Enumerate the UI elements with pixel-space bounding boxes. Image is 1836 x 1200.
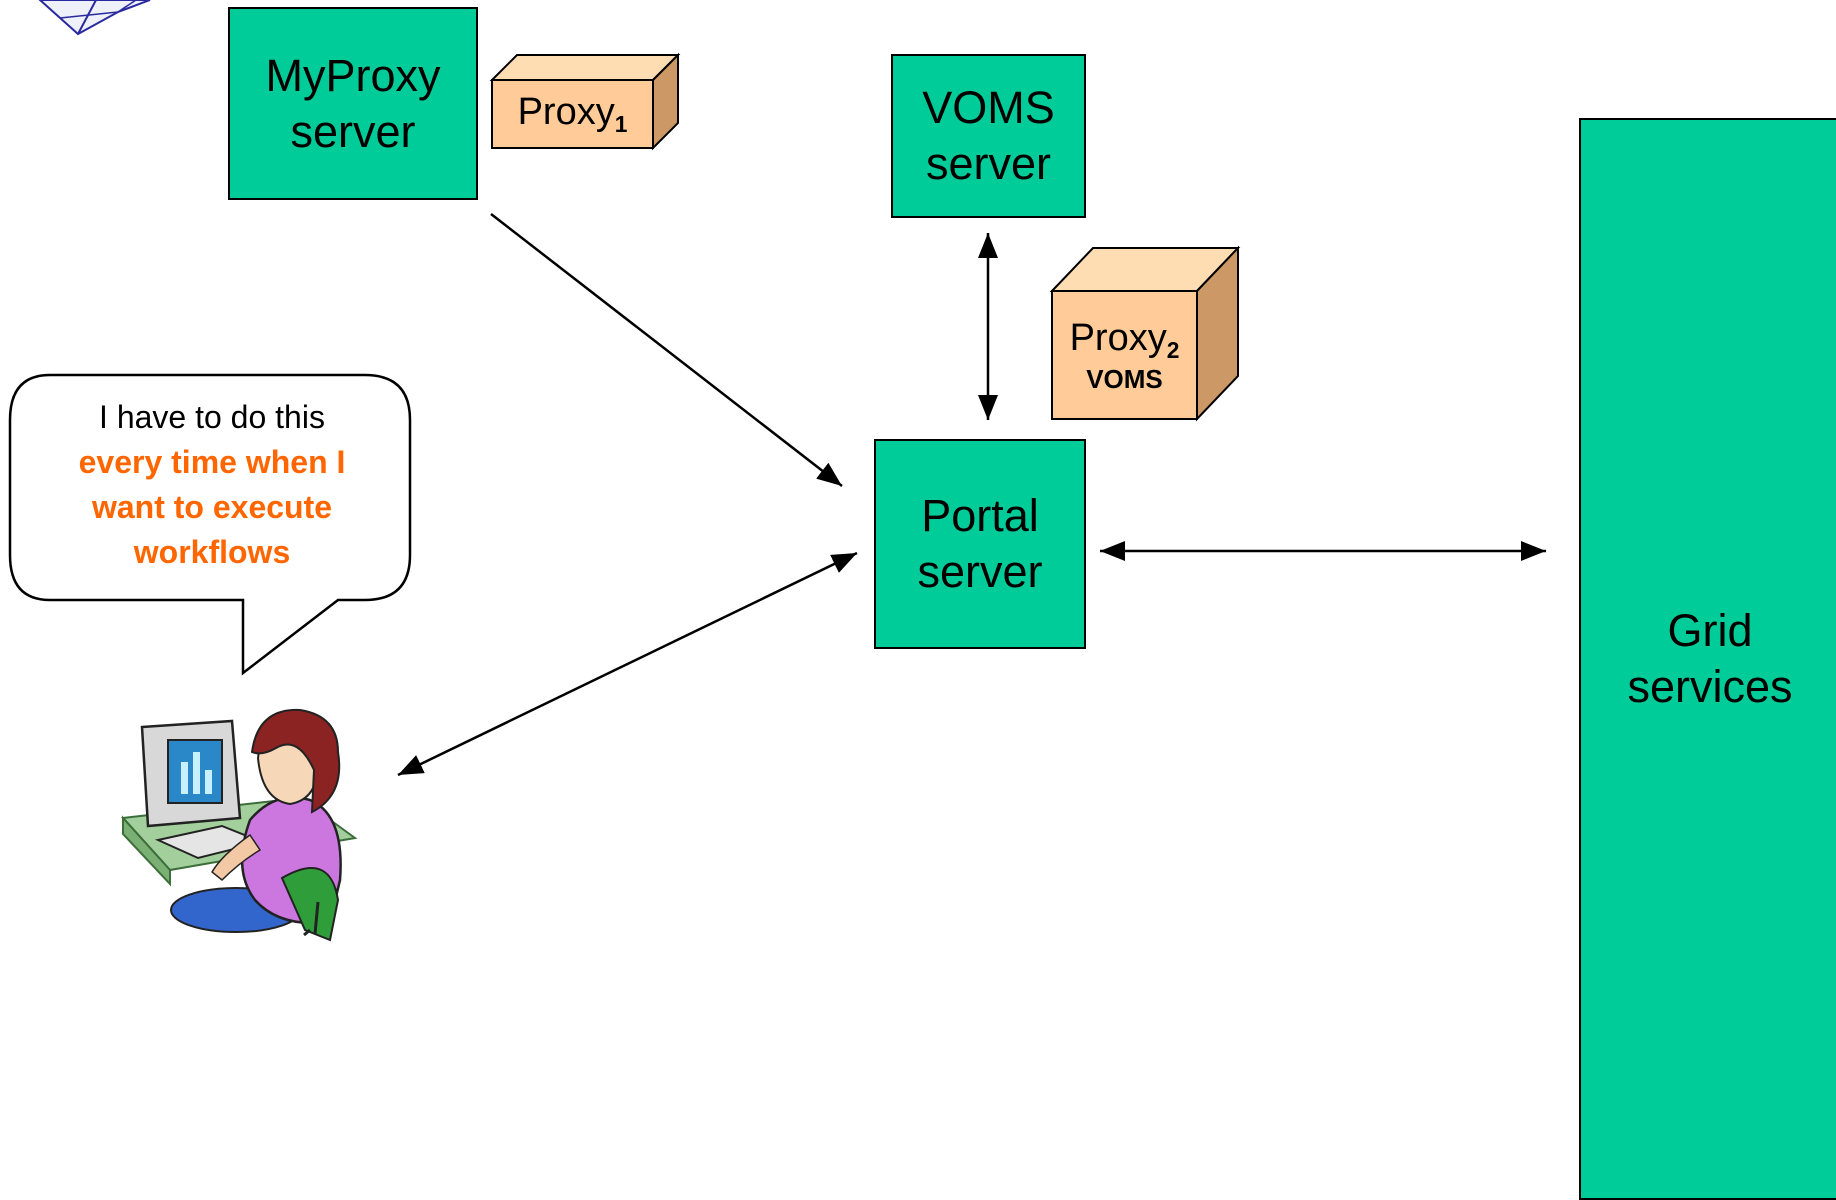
proxy1-label-text: Proxy (517, 91, 615, 133)
speech-bubble-line1: I have to do this (99, 399, 325, 435)
speech-bubble-emphasis-line3: workflows (133, 534, 291, 570)
grid-services-label-line2: services (1627, 661, 1793, 712)
speech-bubble (8, 373, 412, 676)
proxy2-voms-tag: VOMS (1086, 364, 1163, 394)
voms-server-box: VOMS server (891, 54, 1086, 218)
speech-bubble-emphasis-line1: every time when I (78, 444, 346, 480)
proxy1-subscript: 1 (614, 110, 628, 137)
voms-server-label-line1: VOMS (922, 82, 1055, 133)
grid-services-box: Grid services (1579, 118, 1836, 1200)
proxy2-label-text: Proxy (1069, 317, 1167, 359)
arrow-myproxy-to-portal (490, 213, 843, 487)
portal-server-label-line1: Portal (921, 490, 1039, 541)
speech-bubble-emphasis-line2: want to execute (91, 489, 333, 525)
proxy2-subscript: 2 (1166, 336, 1180, 363)
grid-services-label-line1: Grid (1667, 605, 1753, 656)
myproxy-server-box: MyProxy server (228, 7, 478, 200)
arrow-user-portal (397, 551, 858, 777)
proxy2-cube (1049, 245, 1241, 422)
speech-bubble-text: I have to do this every time when I want… (20, 395, 404, 575)
portal-server-label-line2: server (917, 546, 1043, 597)
proxy1-label: Proxy1 (492, 80, 653, 148)
myproxy-server-label-line1: MyProxy (265, 49, 441, 101)
portal-server-box: Portal server (874, 439, 1086, 649)
proxy1-cube (489, 52, 681, 151)
logo-icon (38, 0, 151, 36)
proxy2-label: Proxy2 VOMS (1052, 291, 1197, 419)
user-at-computer-icon (120, 708, 358, 942)
voms-server-label-line2: server (925, 138, 1052, 189)
myproxy-server-label-line2: server (290, 105, 416, 157)
